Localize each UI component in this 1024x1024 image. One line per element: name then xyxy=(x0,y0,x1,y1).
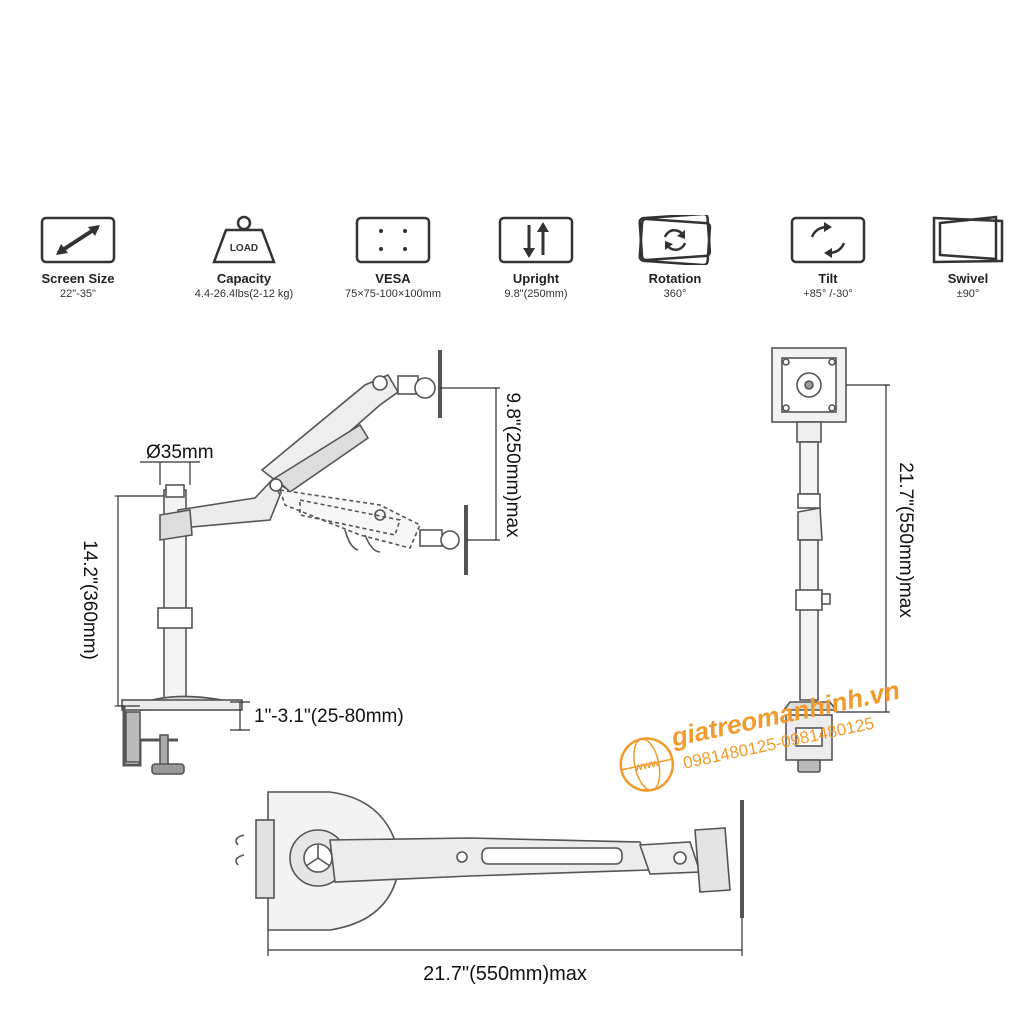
total-height-label: 21.7"(550mm)max xyxy=(895,462,916,618)
spec-upright: Upright 9.8"(250mm) xyxy=(461,215,611,300)
diagonal-arrow-icon xyxy=(40,216,116,264)
front-view-drawing xyxy=(771,347,847,773)
spec-title: Screen Size xyxy=(41,271,115,286)
spec-value: +85° /-30° xyxy=(803,288,853,300)
vesa-pattern-icon xyxy=(355,216,431,264)
pole-height-label: 14.2"(360mm) xyxy=(79,540,100,660)
swivel-icon xyxy=(932,215,1004,264)
spec-title: Tilt xyxy=(818,271,838,286)
reach-label: 21.7"(550mm)max xyxy=(423,963,587,985)
clamp-range-label: 1"-3.1"(25-80mm) xyxy=(254,706,404,727)
globe-text: www xyxy=(632,757,661,774)
spec-title: Rotation xyxy=(648,271,702,286)
spec-value: ±90° xyxy=(956,288,980,300)
spec-value: 4.4-26.4lbs(2-12 kg) xyxy=(194,288,294,300)
spec-value: 9.8"(250mm) xyxy=(504,288,568,300)
side-dimension-lines xyxy=(114,387,500,731)
spec-title: VESA xyxy=(375,271,411,286)
spec-value: 22"-35" xyxy=(60,288,96,300)
spec-screen-size: Screen Size 22"-35" xyxy=(3,215,153,300)
up-down-arrows-icon xyxy=(498,216,574,264)
spec-title: Upright xyxy=(512,271,560,286)
spec-capacity: LOAD Capacity 4.4-26.4lbs(2-12 kg) xyxy=(169,215,319,300)
front-dimension-lines xyxy=(836,384,890,713)
watermark: www giatreomanhinh.vn 0981480125-0981480… xyxy=(619,675,902,792)
load-weight-icon: LOAD xyxy=(212,215,276,264)
rotation-icon xyxy=(638,215,712,265)
spec-tilt: Tilt +85° /-30° xyxy=(753,215,903,300)
spec-value: 75×75-100×100mm xyxy=(344,288,441,300)
spec-vesa: VESA 75×75-100×100mm xyxy=(318,215,468,300)
spec-rotation: Rotation 360° xyxy=(600,215,750,300)
height-adjust-label: 9.8"(250mm)max xyxy=(502,392,523,538)
side-view-drawing xyxy=(121,350,468,775)
tilt-icon xyxy=(790,216,866,264)
spec-title: Swivel xyxy=(947,271,989,286)
pole-diameter-label: Ø35mm xyxy=(146,442,214,463)
spec-value: 360° xyxy=(663,288,687,300)
load-label: LOAD xyxy=(230,243,258,254)
spec-swivel: Swivel ±90° xyxy=(893,215,1024,300)
top-dimension-lines xyxy=(267,918,743,956)
spec-title: Capacity xyxy=(216,271,272,286)
top-view-drawing xyxy=(235,791,744,931)
